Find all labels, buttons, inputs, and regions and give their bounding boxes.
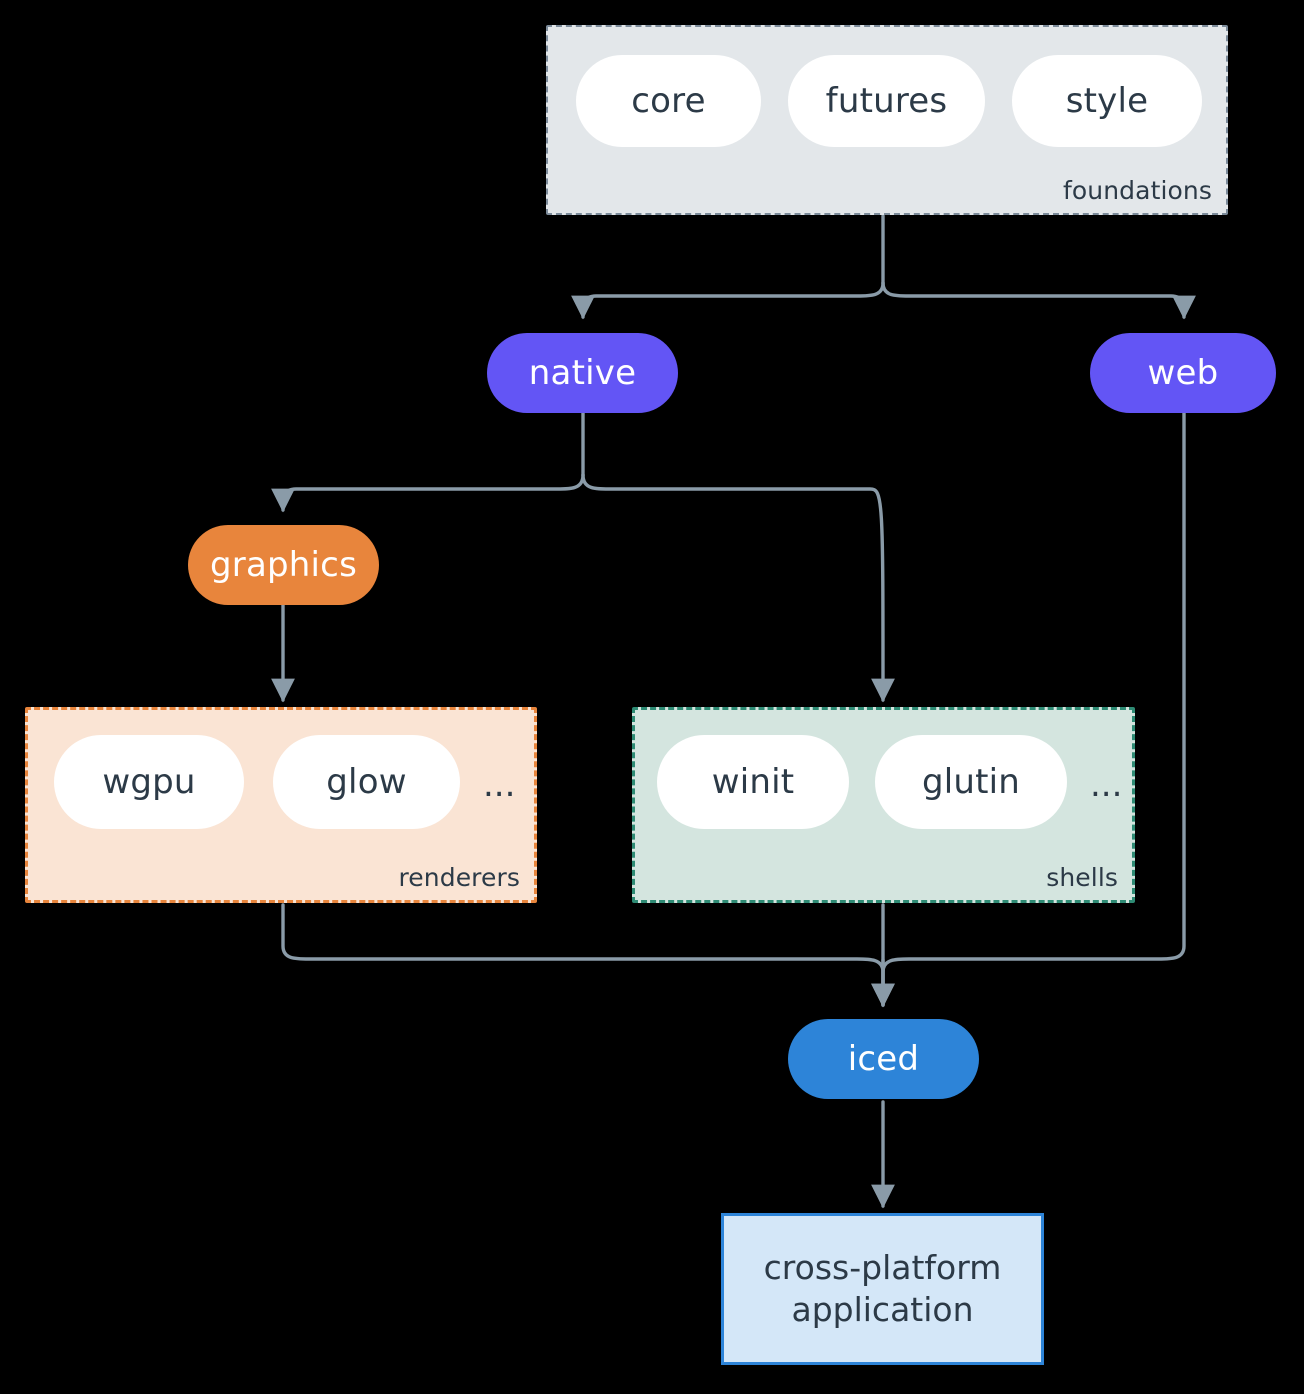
node-cross-platform-application[interactable]: cross-platform application <box>721 1213 1044 1365</box>
edge-native-to-shells <box>581 473 895 703</box>
cluster-shells[interactable]: winit glutin ... shells <box>632 707 1135 903</box>
renderers-ellipsis: ... <box>483 765 516 805</box>
node-core[interactable]: core <box>576 55 761 147</box>
application-label-line1: cross-platform <box>763 1247 1002 1287</box>
cluster-renderers[interactable]: wgpu glow ... renderers <box>25 707 537 903</box>
cluster-foundations[interactable]: core futures style foundations <box>546 25 1228 215</box>
node-wgpu[interactable]: wgpu <box>54 735 244 829</box>
node-iced-label: iced <box>847 1039 920 1079</box>
node-web-label: web <box>1147 353 1219 393</box>
node-glow[interactable]: glow <box>273 735 460 829</box>
node-glutin-label: glutin <box>921 762 1021 802</box>
node-futures[interactable]: futures <box>788 55 985 147</box>
node-winit-label: winit <box>711 762 795 802</box>
node-graphics[interactable]: graphics <box>188 525 379 605</box>
application-label-line2: application <box>791 1290 974 1329</box>
node-native-label: native <box>528 353 637 393</box>
node-style-label: style <box>1065 81 1149 121</box>
node-wgpu-label: wgpu <box>102 762 196 802</box>
cluster-shells-label: shells <box>1046 863 1118 892</box>
node-web[interactable]: web <box>1090 333 1276 413</box>
node-graphics-label: graphics <box>210 545 357 585</box>
node-glow-label: glow <box>326 762 407 802</box>
edge-native-to-graphics <box>271 473 585 513</box>
node-winit[interactable]: winit <box>657 735 849 829</box>
edge-web-to-iced <box>881 410 1186 1007</box>
edge-foundations-to-web <box>881 281 1196 320</box>
edge-renderers-to-iced <box>281 903 885 1007</box>
node-glutin[interactable]: glutin <box>875 735 1067 829</box>
cluster-foundations-label: foundations <box>1063 176 1212 205</box>
edge-foundations-to-native <box>571 281 885 320</box>
cluster-renderers-label: renderers <box>398 863 520 892</box>
node-style[interactable]: style <box>1012 55 1202 147</box>
node-iced[interactable]: iced <box>788 1019 979 1099</box>
node-futures-label: futures <box>825 81 948 121</box>
node-native[interactable]: native <box>487 333 678 413</box>
shells-ellipsis: ... <box>1090 765 1123 805</box>
node-core-label: core <box>631 81 706 121</box>
